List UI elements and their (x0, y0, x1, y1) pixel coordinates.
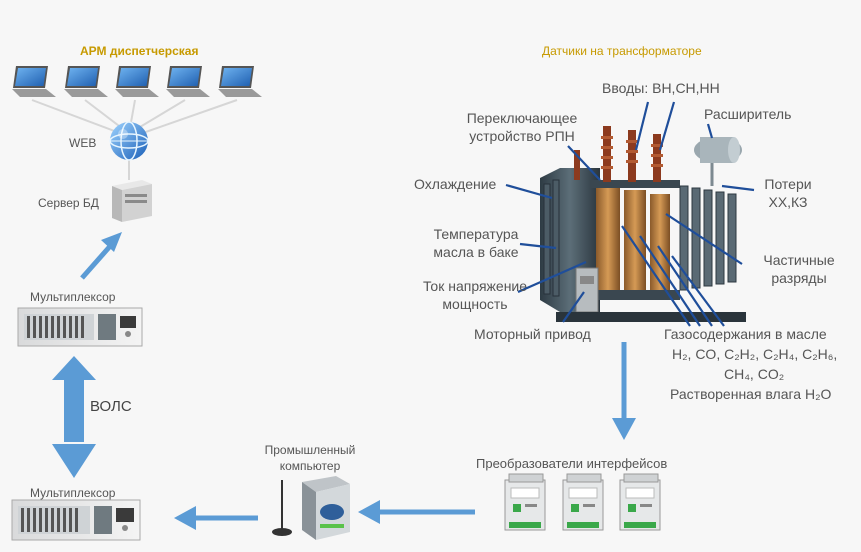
label-cooling: Охлаждение (414, 176, 497, 192)
web-links (31, 99, 238, 180)
laptop-icon (166, 66, 210, 97)
mux-top-label: Мультиплексор (30, 290, 116, 304)
server-icon (112, 180, 152, 222)
transformer-title: Датчики на трансформаторе (542, 44, 702, 58)
server-label: Сервер БД (38, 196, 99, 210)
converters-label: Преобразователи интерфейсов (476, 456, 668, 471)
label-inputs: Вводы: ВН,СН,НН (602, 80, 720, 96)
multiplexer-top-device (17, 307, 143, 347)
industrial-pc-device (272, 476, 350, 540)
laptop-icon (64, 66, 108, 97)
wols-label: ВОЛС (90, 398, 132, 415)
label-moisture: Растворенная влага H₂O (670, 386, 832, 402)
laptop-icon (218, 66, 262, 97)
transformer-image (505, 101, 755, 327)
industrial-pc-label: Промышленный компьютер (264, 443, 356, 474)
multiplexer-bottom-device (11, 499, 141, 541)
arrow-to-mux-bottom (174, 506, 258, 530)
arm-title: АРМ диспетчерская (80, 44, 199, 58)
interface-converters (504, 473, 661, 531)
label-current: Ток напряжение мощность (422, 278, 528, 312)
label-gas-line2: CH₄, CO₂ (724, 366, 785, 382)
laptop-icon-group (12, 66, 262, 97)
mux-bottom-label: Мультиплексор (30, 486, 116, 500)
label-partial: Частичные разряды (763, 252, 835, 286)
arrow-to-industrial-pc (358, 500, 475, 524)
globe-icon (109, 121, 149, 161)
arrow-to-converters (612, 342, 636, 440)
label-motor: Моторный привод (474, 326, 591, 342)
wols-double-arrow (52, 356, 96, 478)
label-losses: Потери ХХ,КЗ (764, 176, 812, 210)
label-gas-title: Газосодержания в масле (664, 326, 827, 342)
label-gas-line1: H₂, CO, C₂H₂, C₂H₄, C₂H₆, (672, 346, 838, 362)
label-expander: Расширитель (704, 106, 792, 122)
arrow-to-server (80, 232, 122, 280)
web-label: WEB (69, 136, 97, 150)
label-switch: Переключающее устройство РПН (466, 110, 578, 144)
laptop-icon (115, 66, 159, 97)
laptop-icon (12, 66, 56, 97)
label-oil-temp: Температура масла в баке (433, 226, 519, 260)
